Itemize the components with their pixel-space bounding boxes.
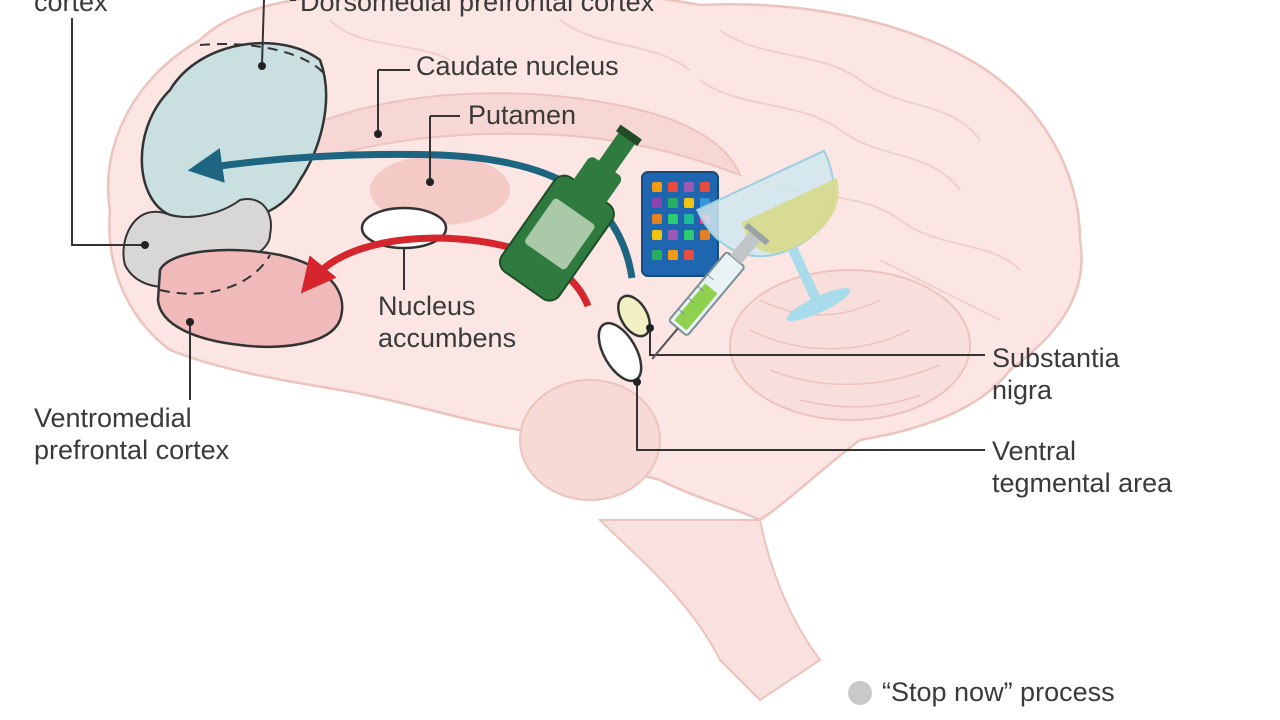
leader-lines: [71, 0, 985, 451]
vta-label-line2: tegmental area: [992, 468, 1173, 498]
vta-label-line1: Ventral: [992, 436, 1077, 466]
pons: [519, 379, 661, 501]
nucleus-accumbens-label-line2: accumbens: [378, 323, 517, 353]
caudate-nucleus-label: Caudate nucleus: [416, 51, 619, 81]
putamen-label: Putamen: [468, 100, 577, 130]
substantia-nigra-shape: [617, 294, 651, 338]
wine-glass-icon: [695, 149, 851, 322]
vmpfc-label-line2: prefrontal cortex: [34, 435, 230, 465]
leader-dots: [141, 62, 654, 386]
vmpfc-region: [156, 248, 344, 348]
corpus-callosum: [298, 92, 742, 177]
syringe-icon: [651, 222, 770, 360]
smartphone-icon: [641, 171, 719, 277]
legend: “Stop now” process: [848, 676, 1115, 709]
vmpfc-label-line1: Ventromedial: [34, 403, 192, 433]
substantia-nigra-label-line2: nigra: [992, 375, 1053, 405]
substantia-nigra-label-line1: Substantia: [992, 343, 1120, 373]
nucleus-accumbens-label-line1: Nucleus: [378, 291, 476, 321]
cortex-label: cortex: [34, 0, 108, 17]
cerebellum: [729, 269, 971, 421]
bottle-icon: [498, 124, 642, 302]
brainstem: [597, 519, 822, 702]
cerebellum-folia: [749, 299, 941, 408]
dorsomedial-pfc-label: Dorsomedial prefrontal cortex: [300, 0, 655, 17]
legend-dot-icon: [848, 680, 872, 705]
legend-label: “Stop now” process: [882, 677, 1115, 707]
